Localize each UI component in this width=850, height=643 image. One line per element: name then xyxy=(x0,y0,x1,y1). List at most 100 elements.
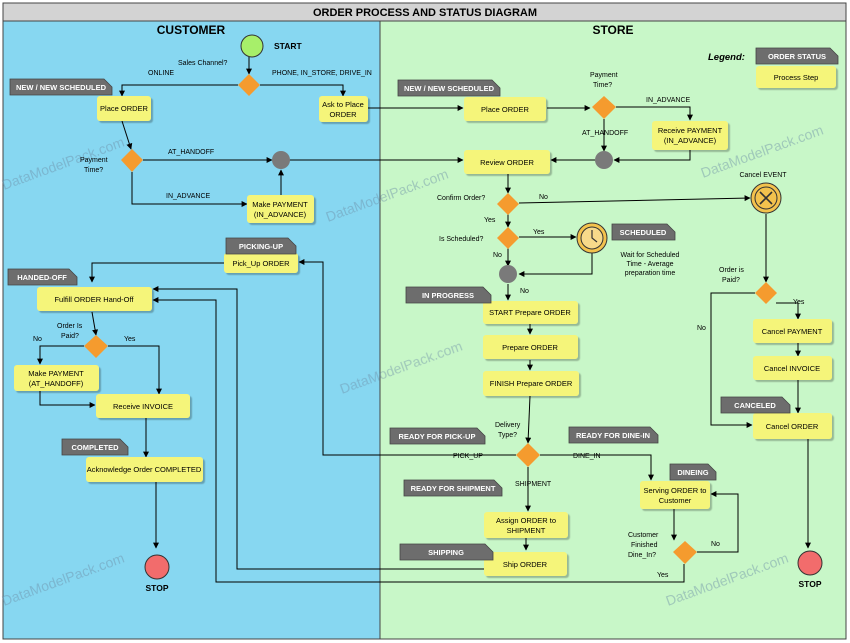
cancel-payment-step xyxy=(753,319,832,343)
status-tag-label: IN PROGRESS xyxy=(422,291,474,300)
connector xyxy=(89,262,260,283)
store-order-paid-label: Paid? xyxy=(722,277,740,284)
store-in-advance-label: IN_ADVANCE xyxy=(646,97,691,104)
scheduled-yes-label: Yes xyxy=(533,229,545,236)
customer-place-order-label: Place ORDER xyxy=(100,104,149,113)
status-tag-label: NEW / NEW SCHEDULED xyxy=(16,83,107,92)
customer-at-handoff-label: AT_HANDOFF xyxy=(168,149,214,156)
customer-stop-node xyxy=(144,554,170,580)
status-ready-shipment-tag xyxy=(403,479,503,497)
connector xyxy=(39,390,96,408)
status-tag-label: READY FOR DINE-IN xyxy=(576,431,650,440)
in-store-label: PHONE, IN_STORE, DRIVE_IN xyxy=(272,70,372,77)
status-dineing-tag xyxy=(669,463,717,481)
is-scheduled-decision xyxy=(497,227,519,249)
dine-in-label: DINE_IN xyxy=(573,453,601,460)
connector xyxy=(119,84,238,97)
customer-in-advance-label: IN_ADVANCE xyxy=(166,193,211,200)
store-paid-no-label: No xyxy=(697,325,706,332)
store-place-order-step xyxy=(464,97,546,121)
customer-order-paid-decision xyxy=(84,335,108,358)
process-steps xyxy=(14,66,836,576)
connector xyxy=(710,292,755,428)
connector xyxy=(540,454,654,481)
store-payment-merge-node xyxy=(595,151,613,169)
acknowledge-label: Acknowledge Order COMPLETED xyxy=(87,465,202,474)
wait-note: Wait for Scheduled Time - Average prepar… xyxy=(621,252,680,277)
store-lane-title: STORE xyxy=(592,23,633,37)
store-stop-label: STOP xyxy=(799,579,822,589)
make-payment-adv-label: Make PAYMENT xyxy=(252,200,308,209)
finished-yes-label: Yes xyxy=(657,572,669,579)
shipment-label: SHIPMENT xyxy=(515,481,552,488)
customer-stop-label: STOP xyxy=(146,583,169,593)
receive-payment-step xyxy=(652,121,728,150)
assign-shipment-step xyxy=(484,512,568,538)
status-tag-labels: NEW / NEW SCHEDULED NEW / NEW SCHEDULED … xyxy=(16,52,826,557)
make-payment-ho-label: (AT_HANDOFF) xyxy=(29,379,84,388)
store-payment-time-label: Payment xyxy=(590,72,618,79)
wait-note-line: Time - Average xyxy=(626,261,673,268)
connector xyxy=(121,120,133,150)
sales-channel-label: Sales Channel? xyxy=(178,60,228,67)
customer-place-order-step xyxy=(97,96,151,121)
connector xyxy=(91,311,99,336)
customer-no-label: No xyxy=(33,336,42,343)
delivery-type-label: Type? xyxy=(498,432,517,439)
status-tag-label: HANDED-OFF xyxy=(17,273,67,282)
fulfill-handoff-step xyxy=(37,287,152,311)
pick-up-order-label: Pick_Up ORDER xyxy=(232,259,290,268)
finished-dine-in-decision xyxy=(673,541,697,564)
cancel-payment-label: Cancel PAYMENT xyxy=(762,327,823,336)
customer-lane-title: CUSTOMER xyxy=(157,23,226,37)
ship-order-step xyxy=(484,552,567,576)
wait-note-line: preparation time xyxy=(625,270,676,277)
assign-shipment-label: SHIPMENT xyxy=(507,526,546,535)
prepare-order-step xyxy=(483,335,578,359)
delivery-type-label: Delivery xyxy=(495,422,521,429)
ask-to-place-label: Ask to Place xyxy=(322,100,364,109)
store-payment-time-decision xyxy=(592,96,616,119)
process-step-labels: Place ORDER Ask to Place ORDER Make PAYM… xyxy=(28,73,822,569)
acknowledge-completed-step xyxy=(86,457,203,482)
scheduled-no-label: No xyxy=(493,252,502,259)
online-label: ONLINE xyxy=(148,70,174,77)
serving-order-label: Customer xyxy=(659,496,692,505)
connector xyxy=(108,345,162,395)
receive-invoice-step xyxy=(96,394,190,418)
status-ready-dinein-tag xyxy=(568,426,659,444)
status-scheduled-tag xyxy=(611,223,676,241)
confirm-order-decision xyxy=(497,193,519,215)
customer-order-paid-label: Order Is xyxy=(57,323,83,330)
status-tag-label: DINEING xyxy=(677,468,708,477)
status-tag-label: ORDER STATUS xyxy=(768,52,826,61)
cancel-invoice-step xyxy=(753,356,832,380)
store-stop-node xyxy=(797,550,823,576)
is-scheduled-label: Is Scheduled? xyxy=(439,236,483,243)
legend-title: Legend: xyxy=(708,52,745,63)
connector xyxy=(518,195,751,204)
cancel-order-label: Cancel ORDER xyxy=(766,422,819,431)
customer-lane xyxy=(2,20,381,640)
make-payment-in-advance-step xyxy=(247,195,314,223)
connector xyxy=(152,286,484,570)
ask-to-place-order-step xyxy=(319,96,368,122)
status-shipping-tag xyxy=(399,543,494,561)
legend-step-swatch xyxy=(756,66,836,88)
pick-up-label: PICK_UP xyxy=(453,453,483,460)
status-tag-label: NEW / NEW SCHEDULED xyxy=(404,84,495,93)
make-payment-adv-label: (IN_ADVANCE) xyxy=(254,210,307,219)
in-progress-no-label: No xyxy=(520,288,529,295)
fulfill-label: Fulfill ORDER Hand-Off xyxy=(54,295,134,304)
status-new-store-tag xyxy=(397,79,501,97)
ship-order-label: Ship ORDER xyxy=(503,560,548,569)
start-node xyxy=(240,34,264,58)
customer-order-paid-label: Paid? xyxy=(61,333,79,340)
assign-shipment-label: Assign ORDER to xyxy=(496,516,556,525)
customer-payment-time-decision xyxy=(121,149,143,172)
finished-dine-in-label: Dine_In? xyxy=(628,552,656,559)
finished-no-label: No xyxy=(711,541,720,548)
review-order-label: Review ORDER xyxy=(480,158,534,167)
connectors xyxy=(37,56,811,583)
